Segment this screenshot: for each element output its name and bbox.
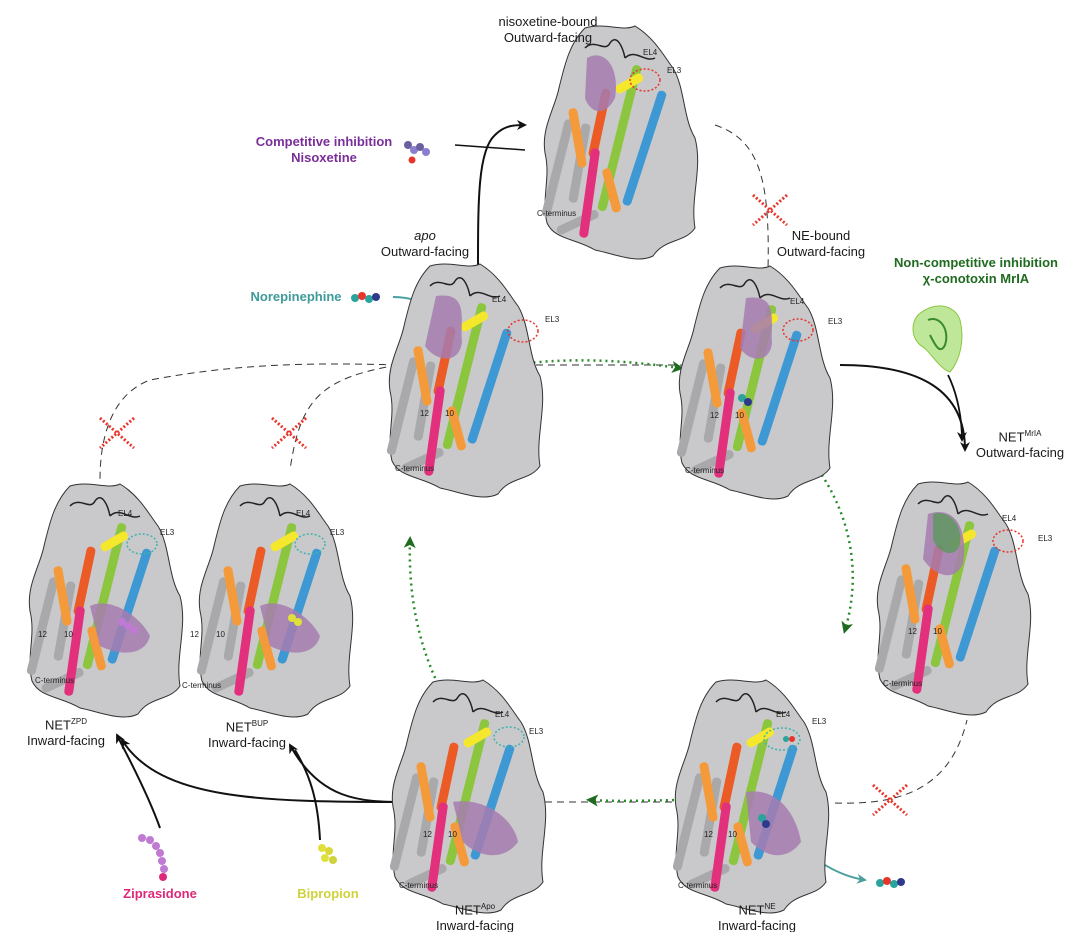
apo-in-sup: Apo — [480, 902, 496, 911]
norepinephrine-label: Norepinephine — [250, 289, 342, 304]
tm10-label: 10 — [216, 630, 225, 639]
el4-label: EL4 — [776, 710, 791, 719]
protein-zip: EL4 EL3 C-terminus 12 10 — [25, 483, 184, 718]
zip-state-line2: Inward-facing — [26, 733, 106, 749]
mria-state-base: NET — [998, 429, 1025, 445]
ne-in-sup: NE — [764, 902, 776, 911]
el3-label: EL3 — [160, 528, 175, 537]
bup-state-base: NET — [225, 719, 252, 735]
competitive-line2: Nisoxetine — [291, 150, 357, 165]
bupropion-label: Bipropion — [297, 886, 359, 901]
ziprasidone-label: Ziprasidone — [123, 886, 197, 901]
apo-in-label: NETApo Inward-facing — [420, 899, 530, 932]
ziprasidone-molecule — [138, 834, 168, 881]
nisoxetine-molecule — [404, 141, 430, 164]
apo-out-line1: apo — [414, 228, 436, 243]
bup-state-label: NETBUP Inward-facing — [197, 716, 297, 751]
apo-out-label: apo Outward-facing — [370, 228, 480, 260]
noncompetitive-line2: χ-conotoxin MrIA — [922, 271, 1030, 286]
bup-state-line2: Inward-facing — [207, 735, 287, 751]
tm10-label: 10 — [735, 411, 744, 420]
el4-label: EL4 — [1002, 514, 1017, 523]
tm10-label: 10 — [448, 830, 457, 839]
c-terminus-label: C-terminus — [537, 209, 576, 218]
mria-state-sup: MrIA — [1024, 429, 1042, 438]
el3-label: EL3 — [545, 315, 560, 324]
ne-out-label: NE-bound Outward-facing — [766, 228, 876, 260]
top-state-line1: nisoxetine-bound — [498, 14, 598, 29]
el4-label: EL4 — [790, 297, 805, 306]
tm12-label: 12 — [704, 830, 713, 839]
tm10-label: 10 — [64, 630, 73, 639]
blocked-x-marks — [99, 193, 908, 817]
protein-mria: EL4 EL3 C-terminus 12 10 — [873, 481, 1053, 716]
protein-ne-outward: EL4 EL3 C-terminus 12 10 — [675, 265, 843, 500]
ne-out-line1: NE-bound — [791, 228, 851, 243]
tm12-label: 12 — [710, 411, 719, 420]
c-terminus-label: C-terminus — [35, 676, 74, 685]
c-terminus-label: C-terminus — [685, 466, 724, 475]
c-terminus-label: C-terminus — [395, 464, 434, 473]
c-terminus-label: C-terminus — [883, 679, 922, 688]
ne-in-line2: Inward-facing — [717, 918, 797, 932]
protein-apo-outward: EL4 EL3 C-terminus 12 10 — [385, 263, 560, 498]
mria-state-label: NETMrIA Outward-facing — [966, 426, 1074, 461]
el3-label: EL3 — [1038, 534, 1053, 543]
norepinephrine-molecule — [351, 292, 380, 303]
top-state-line2: Outward-facing — [503, 30, 593, 45]
protein-top-nisoxetine: EL4 EL3 C-terminus — [537, 25, 699, 260]
mria-toxin — [912, 305, 963, 373]
apo-in-base: NET — [454, 902, 481, 918]
el4-label: EL4 — [643, 48, 658, 57]
bup-state-sup: BUP — [251, 719, 269, 728]
ne-out-line2: Outward-facing — [776, 244, 866, 259]
protein-apo-inward: EL4 EL3 C-terminus 12 10 — [388, 679, 547, 914]
el3-label: EL3 — [812, 717, 827, 726]
competitive-inhibition-label: Competitive inhibition Nisoxetine — [244, 134, 404, 166]
c-terminus-label: C-terminus — [399, 881, 438, 890]
top-state-label: nisoxetine-bound Outward-facing — [488, 14, 608, 46]
zip-state-base: NET — [45, 717, 71, 733]
tm10-label: 10 — [728, 830, 737, 839]
black-arrows — [116, 120, 970, 841]
noncompetitive-inhibition-label: Non-competitive inhibition χ-conotoxin M… — [876, 255, 1076, 287]
noncompetitive-line1: Non-competitive inhibition — [894, 255, 1058, 270]
competitive-line1: Competitive inhibition — [255, 134, 393, 149]
el4-label: EL4 — [296, 509, 311, 518]
bupropion-molecule — [318, 844, 337, 864]
zip-state-sup: ZPD — [71, 717, 87, 726]
el4-label: EL4 — [118, 509, 133, 518]
protein-ne-inward: EL4 EL3 C-terminus 12 10 — [671, 679, 830, 914]
apo-in-line2: Inward-facing — [435, 918, 515, 932]
zip-state-label: NETZPD Inward-facing — [16, 714, 116, 749]
tm10-label: 10 — [445, 409, 454, 418]
tm12-label: 12 — [420, 409, 429, 418]
tm12-label: 12 — [38, 630, 47, 639]
protein-bup: EL4 EL3 C-terminus 12 10 — [182, 483, 354, 718]
el3-label: EL3 — [667, 66, 682, 75]
tm10-label: 10 — [933, 627, 942, 636]
released-ne-molecule — [876, 877, 905, 888]
el3-label: EL3 — [330, 528, 345, 537]
c-terminus-label: C-terminus — [678, 881, 717, 890]
ne-in-label: NETNE Inward-facing — [707, 899, 807, 932]
ne-in-base: NET — [738, 902, 765, 918]
transport-cycle-arrows — [403, 359, 854, 807]
c-terminus-label: C-terminus — [182, 681, 221, 690]
mria-state-line2: Outward-facing — [975, 445, 1065, 461]
el4-label: EL4 — [492, 295, 507, 304]
el4-label: EL4 — [495, 710, 510, 719]
el3-label: EL3 — [529, 727, 544, 736]
tm12-label: 12 — [423, 830, 432, 839]
tm12-label: 12 — [908, 627, 917, 636]
apo-out-line2: Outward-facing — [380, 244, 470, 259]
el3-label: EL3 — [828, 317, 843, 326]
tm12-label: 12 — [190, 630, 199, 639]
